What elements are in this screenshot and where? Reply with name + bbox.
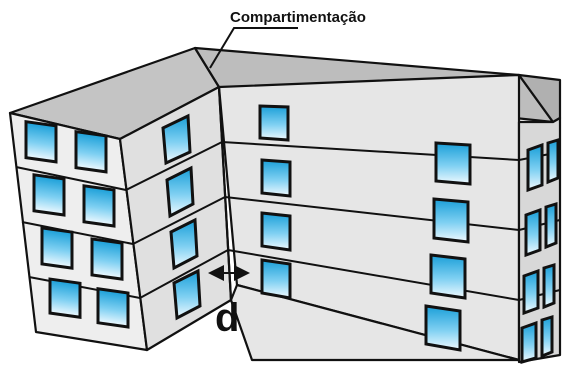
window bbox=[161, 113, 192, 166]
compartment-corner-edge bbox=[217, 86, 233, 301]
window bbox=[526, 142, 544, 193]
main-wing-end-windows bbox=[520, 137, 560, 364]
window bbox=[169, 217, 199, 271]
window bbox=[260, 258, 292, 300]
window bbox=[260, 158, 292, 198]
window bbox=[82, 184, 116, 228]
window bbox=[96, 287, 130, 329]
window bbox=[434, 141, 472, 186]
window bbox=[546, 137, 560, 185]
window bbox=[522, 268, 540, 316]
left-wing-end-windows bbox=[24, 119, 130, 329]
window bbox=[172, 268, 202, 321]
window bbox=[542, 262, 556, 310]
window bbox=[540, 314, 554, 359]
window bbox=[432, 197, 470, 244]
window bbox=[258, 104, 290, 142]
window bbox=[524, 207, 542, 258]
window bbox=[165, 165, 195, 219]
window bbox=[424, 304, 462, 352]
window bbox=[429, 253, 467, 300]
window bbox=[260, 211, 292, 252]
distance-label: d bbox=[215, 296, 239, 340]
window bbox=[24, 119, 58, 164]
window bbox=[74, 129, 108, 174]
compartment-leader-line bbox=[209, 27, 298, 69]
window bbox=[40, 226, 74, 270]
left-wing-side-windows bbox=[161, 113, 202, 321]
window bbox=[520, 320, 538, 364]
window bbox=[544, 201, 558, 250]
window bbox=[32, 173, 66, 217]
main-wing-windows bbox=[258, 104, 472, 352]
compartment-label: Compartimentação bbox=[230, 9, 366, 26]
window bbox=[90, 237, 124, 281]
window bbox=[48, 277, 82, 319]
